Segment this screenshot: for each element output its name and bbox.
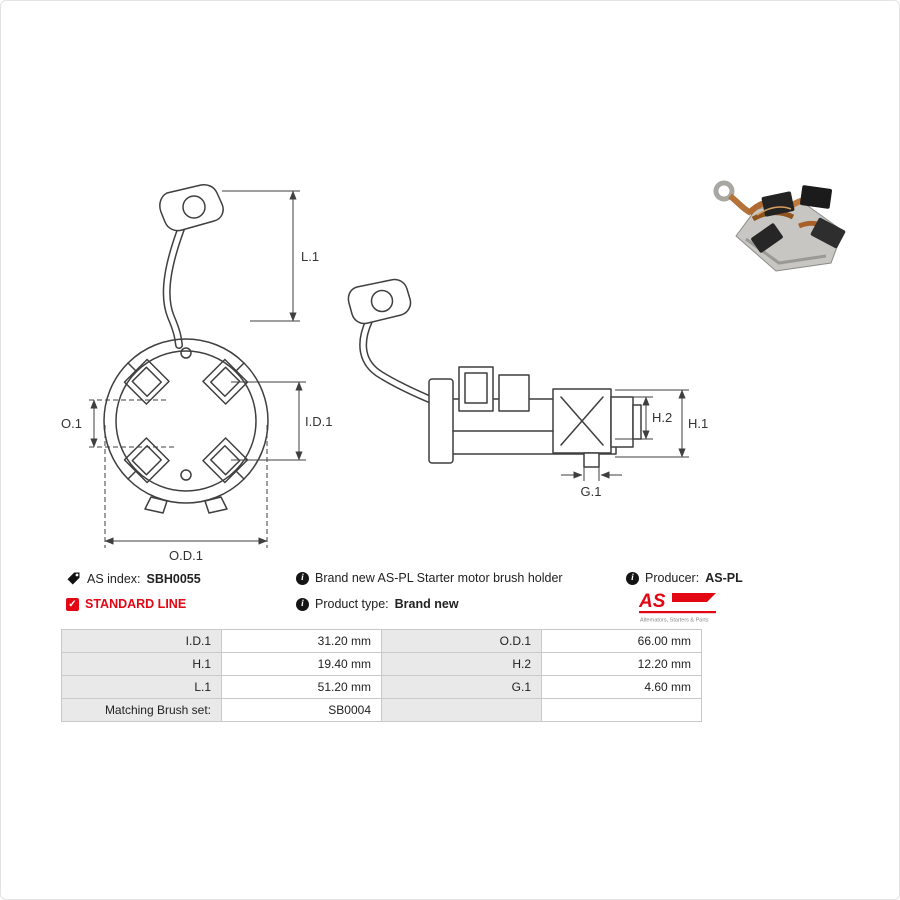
spec-value: 12.20 mm (541, 652, 702, 676)
as-index-value: SBH0055 (146, 571, 201, 586)
brush-block (751, 223, 783, 253)
spec-value: 51.20 mm (221, 675, 382, 699)
spec-value: 31.20 mm (221, 629, 382, 653)
product-photo (713, 180, 846, 272)
as-index-row: AS index: SBH0055 (66, 571, 201, 586)
brush-block (800, 185, 832, 209)
brush-block (761, 191, 795, 217)
spec-name: H.2 (381, 652, 542, 676)
dim-label-h1: H.1 (688, 416, 708, 431)
producer-row: Producer: AS-PL (626, 571, 743, 585)
spec-value: SB0004 (221, 698, 382, 722)
spec-row: L.1 51.20 mm G.1 4.60 mm (61, 675, 702, 699)
spec-value: 66.00 mm (541, 629, 702, 653)
spec-name (381, 698, 542, 722)
spec-name: G.1 (381, 675, 542, 699)
logo-flag-icon (672, 593, 716, 602)
dim-label-od1: O.D.1 (169, 548, 203, 563)
ring-terminal (713, 180, 735, 202)
brush-block (810, 217, 846, 249)
spec-name: I.D.1 (61, 629, 222, 653)
producer-label: Producer: (645, 571, 700, 585)
standard-line-label: STANDARD LINE (85, 597, 187, 611)
spec-row: I.D.1 31.20 mm O.D.1 66.00 mm (61, 629, 702, 653)
spec-value: 4.60 mm (541, 675, 702, 699)
info-icon (296, 571, 309, 585)
as-pl-logo-icon: AS Alternators, Starters & Parts (639, 591, 716, 624)
dim-label-o1: O.1 (61, 416, 82, 431)
spec-name: O.D.1 (381, 629, 542, 653)
standard-line-row: STANDARD LINE (66, 597, 186, 611)
dim-label-h2: H.2 (652, 410, 672, 425)
dim-label-g1: G.1 (581, 484, 602, 499)
technical-drawing: L.1 I.D.1 O.1 O.D.1 (61, 180, 846, 563)
product-type-row: Product type: Brand new (296, 597, 459, 611)
logo-text: AS (639, 591, 666, 612)
spec-table: I.D.1 31.20 mm O.D.1 66.00 mm H.1 19.40 … (61, 629, 702, 722)
info-icon (626, 571, 639, 585)
spec-name: H.1 (61, 652, 222, 676)
product-type-value: Brand new (394, 597, 459, 611)
spec-name: Matching Brush set: (61, 698, 222, 722)
description-text: Brand new AS-PL Starter motor brush hold… (315, 571, 563, 585)
logo-subtext: Alternators, Starters & Parts (640, 618, 709, 624)
dim-label-l1: L.1 (301, 249, 319, 264)
as-index-label: AS index: (87, 571, 141, 586)
spec-row: Matching Brush set: SB0004 (61, 698, 702, 722)
side-view-drawing: H.2 H.1 G.1 (347, 278, 708, 499)
brand-logo: AS Alternators, Starters & Parts (639, 591, 721, 624)
spec-value: 19.40 mm (221, 652, 382, 676)
tag-icon (67, 572, 80, 585)
check-icon (66, 597, 79, 611)
product-type-label: Product type: (315, 597, 389, 611)
spec-name: L.1 (61, 675, 222, 699)
spec-row: H.1 19.40 mm H.2 12.20 mm (61, 652, 702, 676)
product-info: AS index: SBH0055 STANDARD LINE Brand ne… (1, 567, 899, 625)
dim-label-id1: I.D.1 (305, 414, 332, 429)
front-view-drawing: L.1 I.D.1 O.1 O.D.1 (61, 184, 332, 563)
producer-value: AS-PL (705, 571, 743, 585)
description-row: Brand new AS-PL Starter motor brush hold… (296, 571, 563, 585)
spec-value (541, 698, 702, 722)
info-icon (296, 597, 309, 611)
